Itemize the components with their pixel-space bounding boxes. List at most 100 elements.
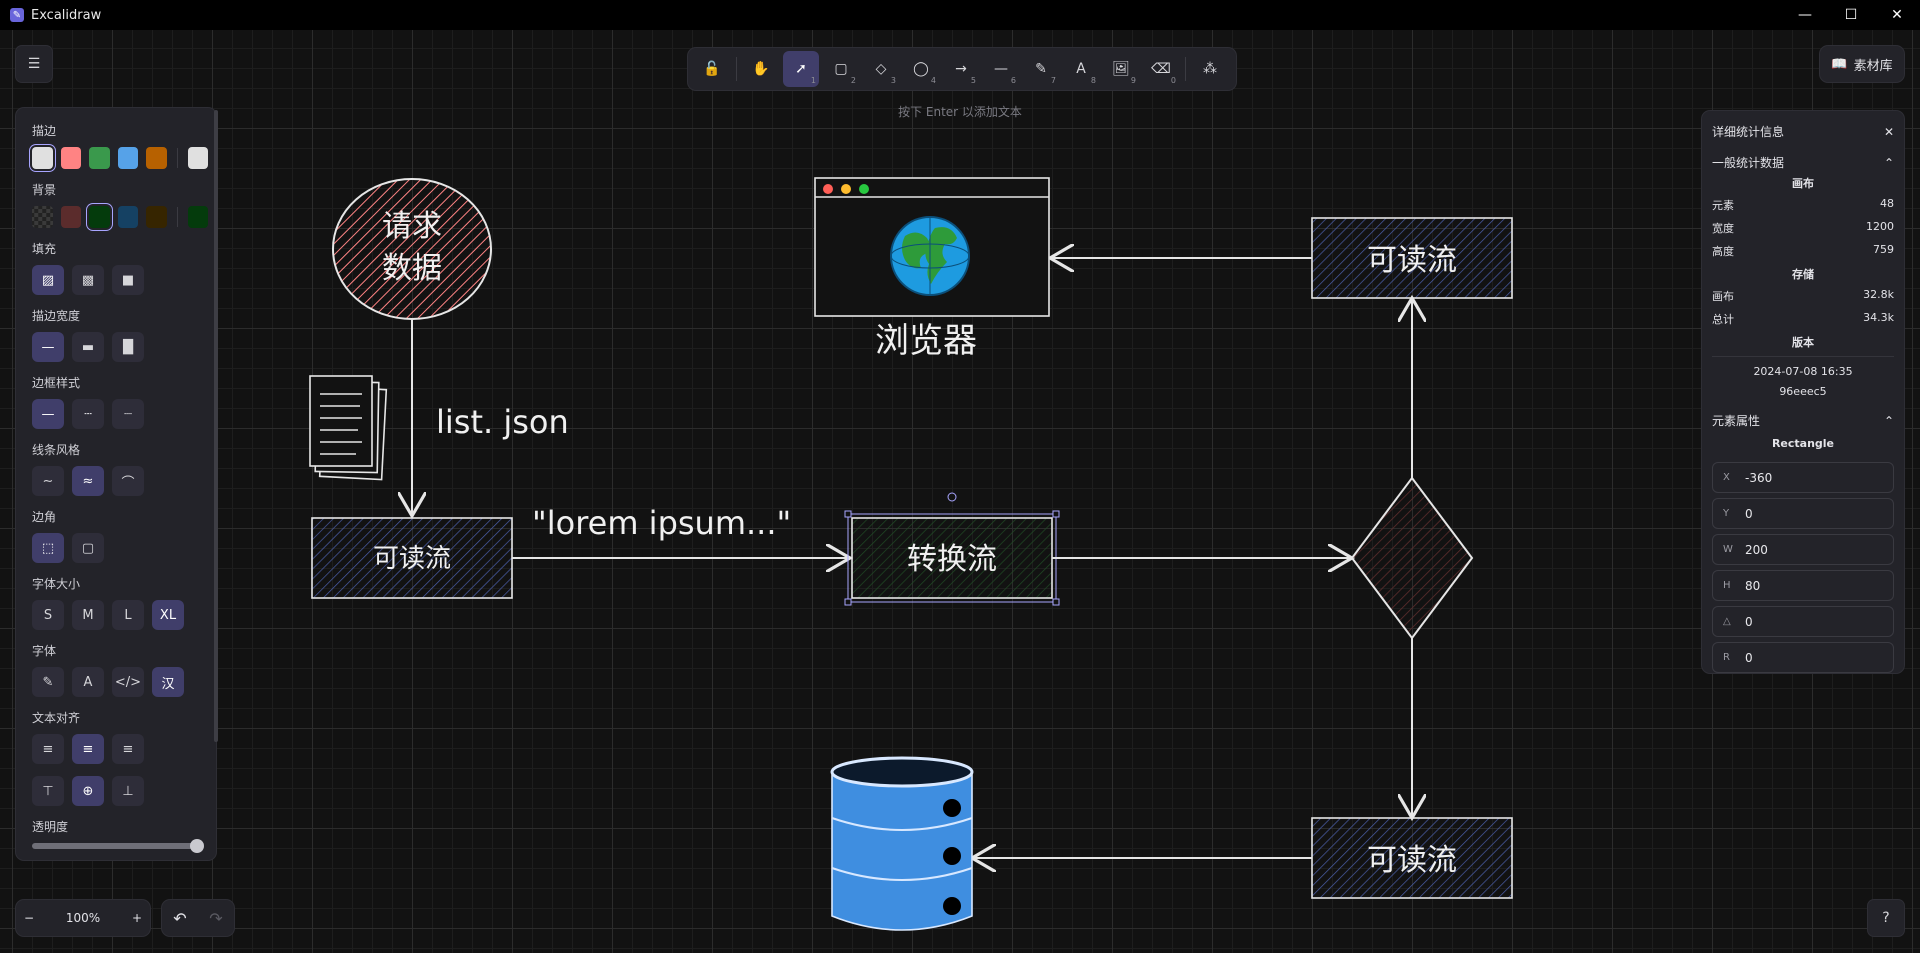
stroke-width-extra-bold-button[interactable]: █ [112,332,144,362]
sloppiness-cartoonist-button[interactable]: ⌒ [112,466,144,496]
background-color-current-color[interactable] [187,206,209,228]
edges-sharp-button[interactable]: ⬚ [32,533,64,563]
draw-tool[interactable]: ✎7 [1023,51,1059,87]
field-value[interactable]: -360 [1745,470,1773,485]
background-color-swatch[interactable] [89,206,110,228]
ellipse-tool[interactable]: ◯4 [903,51,939,87]
readable-stream-bottom-right[interactable]: 可读流 [1311,817,1513,899]
undo-button[interactable]: ↶ [173,908,187,928]
element-props-heading[interactable]: 元素属性 [1712,414,1761,428]
resize-handle-nw[interactable] [844,510,852,518]
redo-button[interactable]: ↷ [209,908,223,928]
general-stats-heading[interactable]: 一般统计数据 [1712,156,1785,170]
font-size-m-button[interactable]: M [72,600,104,630]
font-size-s-button[interactable]: S [32,600,64,630]
font-normal-button[interactable]: A [72,667,104,697]
fill-solid-button[interactable]: ■ [112,265,144,295]
valign-bottom-button[interactable]: ⊥ [112,776,144,806]
stroke-width-thin-button[interactable]: — [32,332,64,362]
sloppiness-artist-button[interactable]: ≈ [72,466,104,496]
field-value[interactable]: 200 [1745,542,1768,557]
close-stats-button[interactable]: ✕ [1883,124,1894,139]
font-size-xl-button[interactable]: XL [152,600,184,630]
opacity-slider-knob[interactable] [190,839,204,853]
align-right-button[interactable]: ≡ [112,734,144,764]
fill-crosshatch-button[interactable]: ▩ [72,265,104,295]
element-field-△[interactable]: △0 [1712,606,1894,637]
image-tool[interactable]: 🖼9 [1103,51,1139,87]
help-button[interactable]: ? [1868,900,1904,936]
zoom-in-button[interactable]: + [131,911,142,925]
list-json-label[interactable]: list. json [436,403,569,441]
main-menu-button[interactable]: ☰ [16,46,52,82]
font-handdrawn-button[interactable]: ✎ [32,667,64,697]
zoom-out-button[interactable]: − [24,911,35,925]
maximize-button[interactable]: ☐ [1844,7,1858,23]
stroke-color-swatch[interactable] [89,147,110,169]
stroke-color-swatch[interactable] [146,147,167,169]
background-color-swatch[interactable] [117,206,139,228]
documents-icon[interactable] [309,375,388,481]
element-field-x[interactable]: X-360 [1712,462,1894,493]
rectangle-tool[interactable]: ▢2 [823,51,859,87]
align-center-button[interactable]: ≡ [72,734,104,764]
valign-middle-button[interactable]: ⊕ [72,776,104,806]
browser-window[interactable]: 浏览器 [814,177,1050,361]
align-left-button[interactable]: ≡ [32,734,64,764]
sloppiness-architect-button[interactable]: ∼ [32,466,64,496]
background-color-swatch[interactable] [32,206,53,228]
database-icon[interactable] [830,756,974,931]
transform-stream-box[interactable]: 转换流 [844,492,1060,606]
chevron-up-icon[interactable]: ⌃ [1883,413,1894,428]
field-value[interactable]: 0 [1745,506,1753,521]
lock-tool[interactable]: 🔓 [694,51,730,87]
rotate-handle[interactable] [947,492,957,502]
lorem-label[interactable]: "lorem ipsum..." [532,504,791,542]
stroke-color-swatch[interactable] [117,147,139,169]
font-size-l-button[interactable]: L [112,600,144,630]
extra-tools[interactable]: ⁂ [1192,51,1228,87]
selection-tool[interactable]: ➚1 [783,51,819,87]
drawing-canvas[interactable]: 请求 数据 list. json 可读流 "lorem ipsum..." [0,30,1920,953]
stroke-style-dotted-button[interactable]: ┈ [112,399,144,429]
opacity-slider[interactable] [32,839,204,853]
readable-stream-left[interactable]: 可读流 [311,517,513,599]
minimize-button[interactable]: — [1798,7,1812,23]
stroke-style-solid-button[interactable]: — [32,399,64,429]
font-code-button[interactable]: </> [112,667,144,697]
resize-handle-sw[interactable] [844,598,852,606]
resize-handle-ne[interactable] [1052,510,1060,518]
stroke-width-bold-button[interactable]: ▬ [72,332,104,362]
decision-diamond[interactable] [1350,476,1474,640]
arrow-tool[interactable]: →5 [943,51,979,87]
hand-tool[interactable]: ✋ [743,51,779,87]
zoom-level[interactable]: 100% [65,911,101,925]
field-value[interactable]: 0 [1745,614,1753,629]
valign-top-button[interactable]: ⊤ [32,776,64,806]
stroke-style-dashed-button[interactable]: ┄ [72,399,104,429]
request-data-circle[interactable]: 请求 数据 [332,178,492,320]
line-tool[interactable]: —6 [983,51,1019,87]
edges-round-button[interactable]: ▢ [72,533,104,563]
diamond-tool[interactable]: ◇3 [863,51,899,87]
readable-stream-top-right[interactable]: 可读流 [1311,217,1513,299]
stroke-color-current-color[interactable] [187,147,209,169]
field-value[interactable]: 80 [1745,578,1761,593]
properties-scrollbar[interactable] [214,110,218,742]
fill-hachure-button[interactable]: ▨ [32,265,64,295]
library-button[interactable]: 📖 素材库 [1820,46,1904,82]
eraser-tool[interactable]: ⌫0 [1143,51,1179,87]
background-color-swatch[interactable] [60,206,82,228]
field-value[interactable]: 0 [1745,650,1753,665]
background-color-swatch[interactable] [146,206,167,228]
stroke-color-swatch[interactable] [60,147,82,169]
stroke-color-swatch[interactable] [32,147,53,169]
close-window-button[interactable]: ✕ [1891,7,1903,23]
font-chinese-button[interactable]: 汉 [152,667,184,697]
resize-handle-se[interactable] [1052,598,1060,606]
chevron-up-icon[interactable]: ⌃ [1883,155,1894,170]
